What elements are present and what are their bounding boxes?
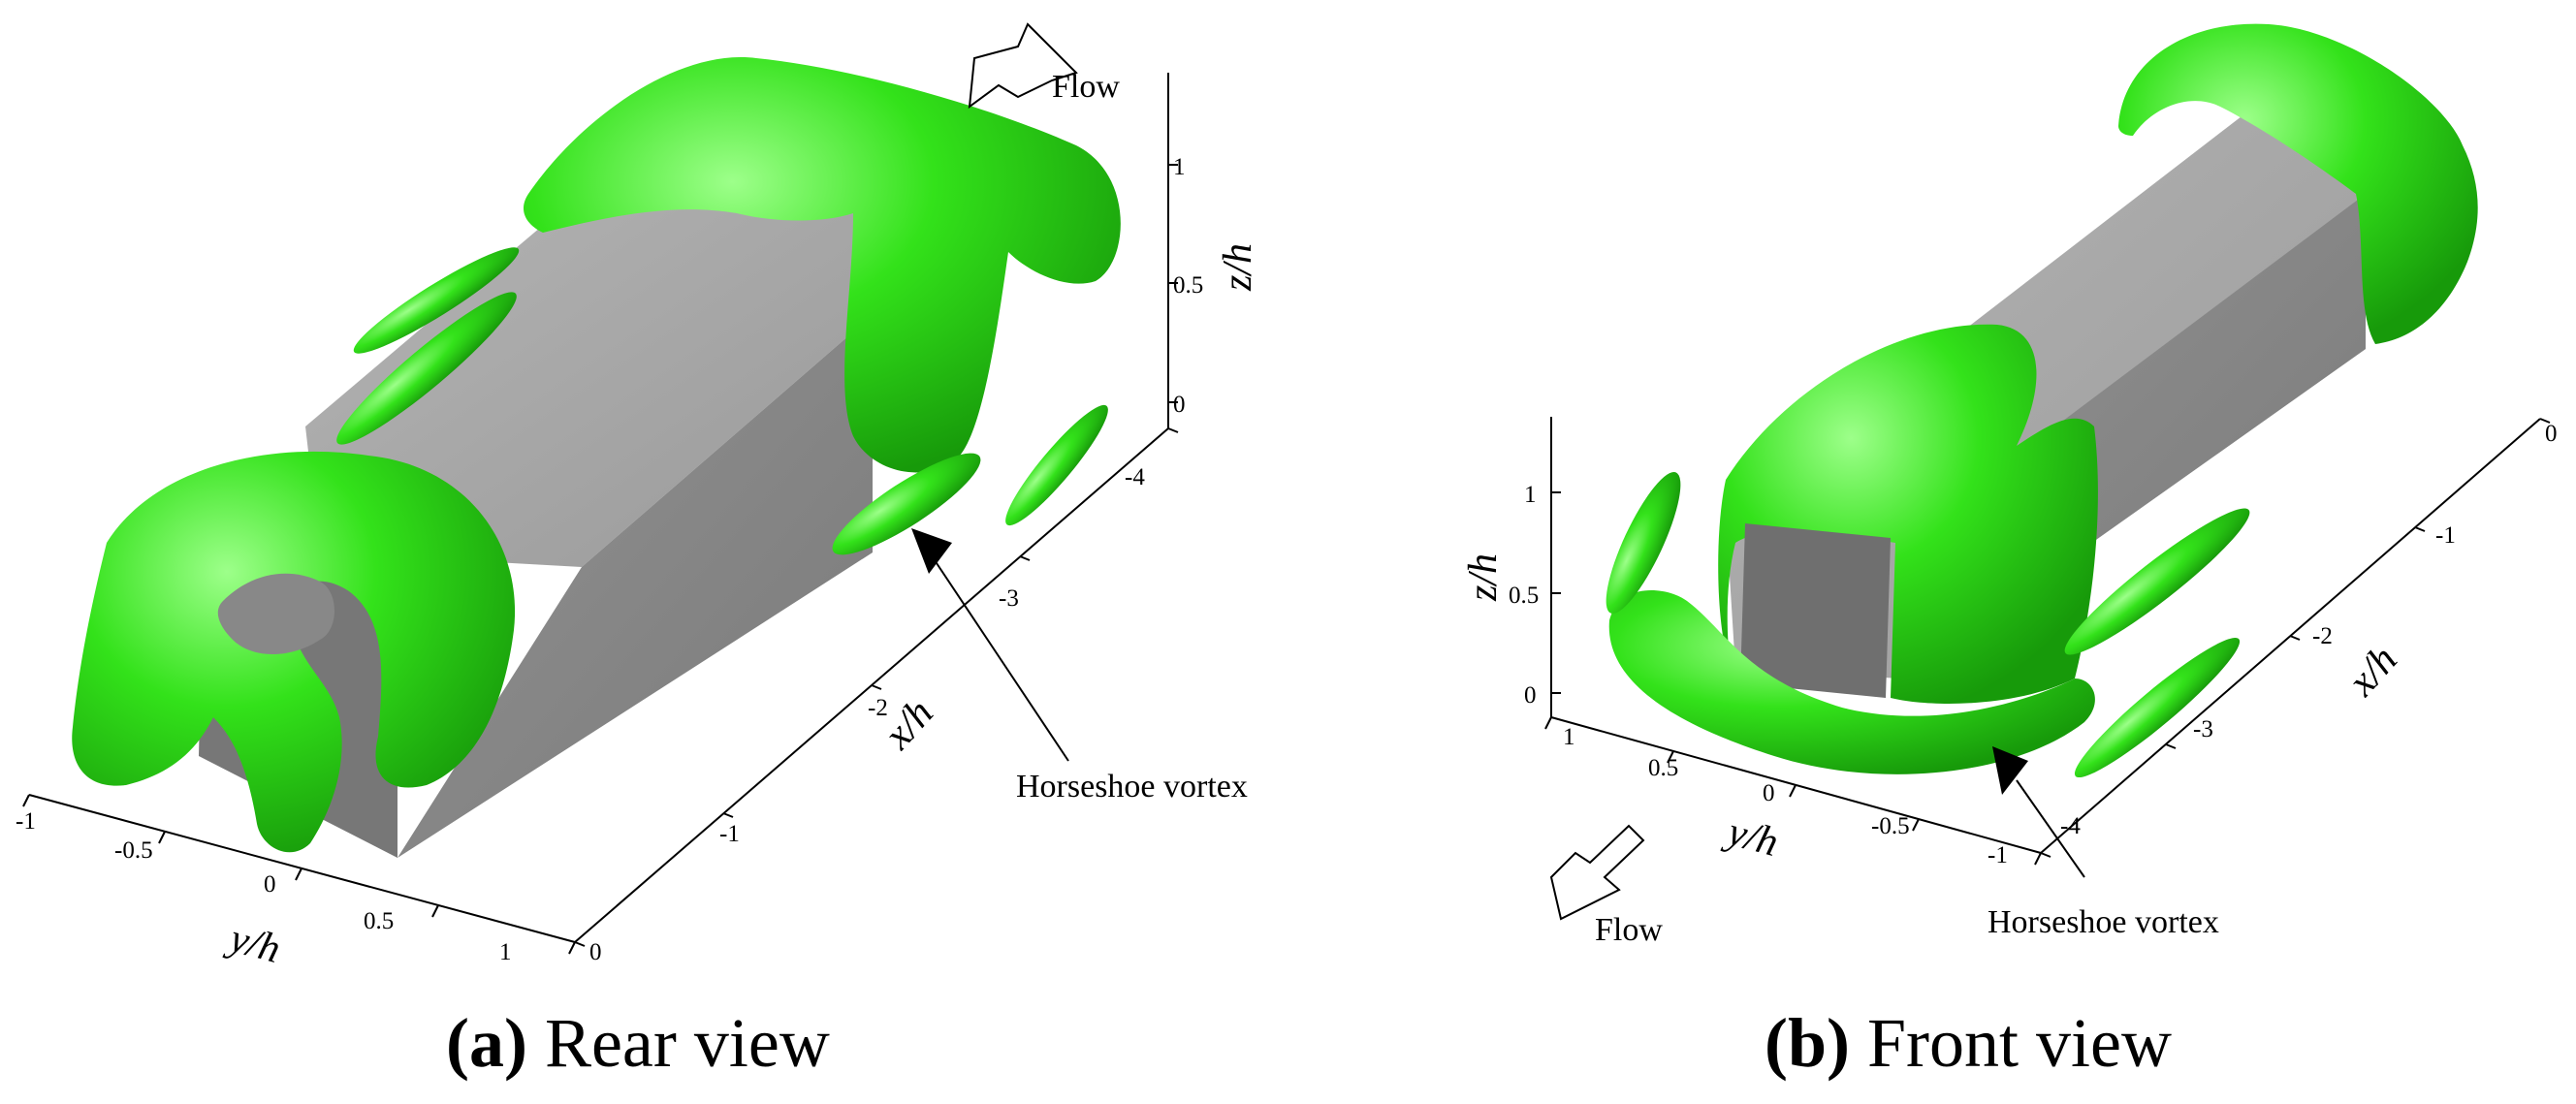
panel-a-ticks: -1 -0.5 0 0.5 1 0 -1 -2 -3 -4 0 0.5 1 — [16, 154, 1203, 965]
panel-a-xtick: -3 — [999, 585, 1019, 612]
panel-b-ytick: 0 — [1763, 780, 1775, 806]
panel-b-xtick: -3 — [2193, 716, 2213, 742]
panel-a-flow-arrow: Flow — [968, 22, 1120, 110]
panel-b-ticks: 1 0.5 0 -0.5 -1 0 -1 -2 -3 -4 0 0.5 1 — [1509, 421, 2558, 868]
panel-a-caption-text: Rear view — [527, 1004, 830, 1082]
panel-b-flow-label: Flow — [1595, 912, 1663, 948]
panel-b-xtick: -2 — [2312, 623, 2333, 649]
panel-b-zlabel: z/h — [1461, 553, 1506, 602]
panel-a-axes — [22, 73, 1179, 955]
panel-a-ytick: -0.5 — [114, 837, 153, 864]
panel-a-vortex — [72, 57, 1121, 853]
panel-b-caption-text: Front view — [1850, 1004, 2172, 1082]
panel-a-ytick: 0 — [264, 871, 276, 898]
panel-b-ytick: 1 — [1563, 724, 1575, 750]
panel-b-annotation-label: Horseshoe vortex — [1988, 904, 2219, 940]
panel-b-ytick: 0.5 — [1648, 755, 1678, 781]
panel-b-xtick: -1 — [2435, 522, 2456, 549]
panel-a-ytick: 1 — [499, 939, 512, 965]
panel-a-flow-label: Flow — [1052, 69, 1120, 105]
panel-b-xtick: 0 — [2545, 421, 2558, 447]
panel-b-ylabel: y/h — [1720, 808, 1783, 866]
panel-a-xtick: -2 — [868, 695, 888, 721]
panel-a-ztick: 0 — [1173, 392, 1186, 418]
panel-a-ytick: 0.5 — [364, 908, 394, 934]
panel-a-ytick: -1 — [16, 808, 36, 835]
panel-b-ztick: 0 — [1524, 682, 1537, 709]
panel-b-caption-letter: (b) — [1765, 1004, 1850, 1082]
panel-a-xtick: -1 — [719, 821, 740, 847]
panel-a-ztick: 0.5 — [1173, 272, 1203, 299]
panel-a-ztick: 1 — [1173, 154, 1186, 180]
panel-b-annotation: Horseshoe vortex — [1988, 746, 2219, 940]
panel-b-vortex — [1606, 23, 2478, 778]
panel-b-ztick: 0.5 — [1509, 583, 1539, 609]
panel-a-ylabel: y/h — [222, 915, 285, 972]
panel-a-xtick: 0 — [589, 939, 602, 965]
panel-b-flow-arrow: Flow — [1549, 824, 1663, 948]
panel-b-ztick: 1 — [1524, 482, 1537, 508]
panel-b-caption: (b) Front view — [1765, 1004, 2172, 1082]
panel-b-xlabel: x/h — [2339, 638, 2406, 706]
panel-a-xtick: -4 — [1125, 464, 1145, 490]
panel-a-caption: (a) Rear view — [446, 1004, 830, 1082]
panel-b-xtick: -4 — [2060, 813, 2081, 839]
panel-a-annotation: Horseshoe vortex — [911, 528, 1248, 804]
panel-a-caption-letter: (a) — [446, 1004, 527, 1082]
panel-a: Flow Horseshoe vortex -1 -0.5 0 0.5 1 0 … — [16, 22, 1260, 1082]
panel-a-zlabel: z/h — [1216, 243, 1260, 292]
panel-b: Flow Horseshoe vortex 1 0.5 0 -0.5 -1 0 … — [1461, 23, 2558, 1082]
panel-b-ytick: -0.5 — [1871, 813, 1910, 839]
panel-a-annotation-label: Horseshoe vortex — [1016, 769, 1248, 804]
panel-b-axes — [1544, 417, 2551, 866]
panel-b-ytick: -1 — [1988, 842, 2008, 868]
